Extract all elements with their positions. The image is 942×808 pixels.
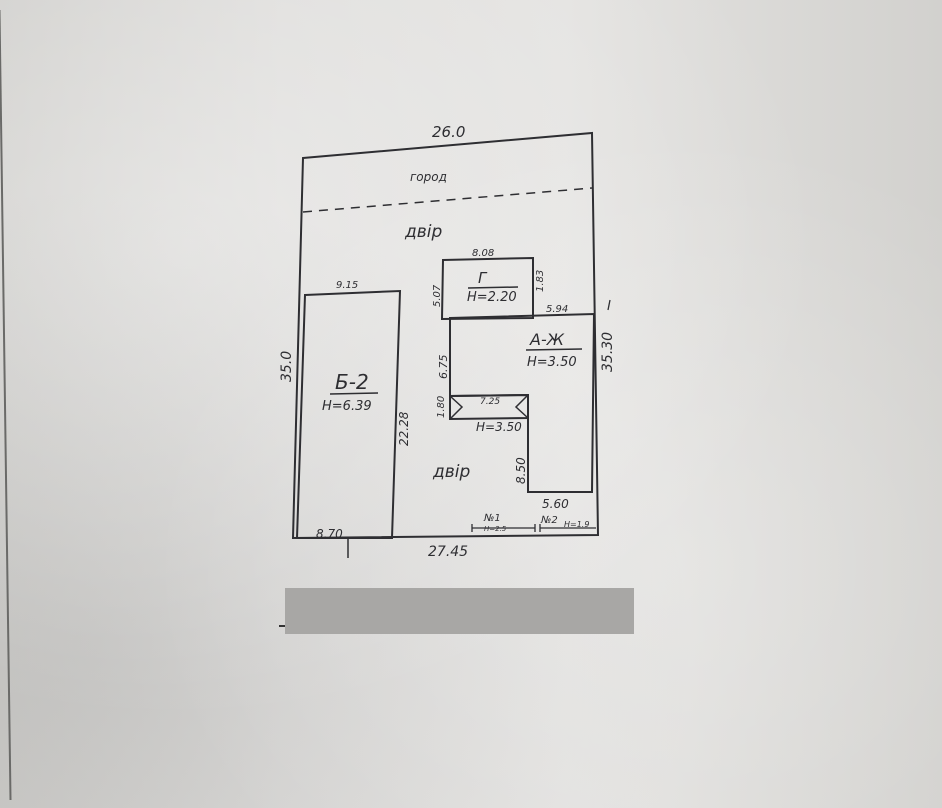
fence-2-height: H=1.9 xyxy=(564,520,589,529)
plot-left-depth-label: 35.0 xyxy=(279,351,295,382)
building-a-height: H=3.50 xyxy=(527,355,577,370)
annex-side-dim: 1.80 xyxy=(436,396,447,418)
redaction-block xyxy=(285,588,634,634)
building-a-left-dim: 6.75 xyxy=(437,355,450,380)
fence-1-height: H=2.5 xyxy=(484,525,507,533)
plot-bottom-width-label: 27.45 xyxy=(428,544,468,560)
yard-top-label: двір xyxy=(404,222,442,242)
building-a-name: А-Ж xyxy=(529,330,565,349)
building-b-name: Б-2 xyxy=(335,370,369,394)
building-g-left-dim: 5.07 xyxy=(432,284,443,307)
annex-height: H=3.50 xyxy=(476,420,522,434)
building-g-right-dim: 1.83 xyxy=(535,270,546,292)
building-b-side-dim: 22.28 xyxy=(397,411,411,446)
fence-1-label: №1 xyxy=(483,513,501,524)
plot-top-width-label: 26.0 xyxy=(432,123,465,141)
building-a-inner-dim: 8.50 xyxy=(514,457,528,484)
building-g-outline xyxy=(440,256,534,321)
right-tick-mark xyxy=(607,299,611,311)
building-a-bottom-dim: 5.60 xyxy=(542,497,569,511)
fence-markers xyxy=(471,524,596,532)
building-b-top-dim: 9.15 xyxy=(336,280,358,291)
building-b-bottom-dim: 8.70 xyxy=(316,527,343,541)
building-b-height: H=6.39 xyxy=(322,399,372,414)
plot-right-depth-label: 35.30 xyxy=(600,332,616,372)
plot-boundary xyxy=(291,131,600,540)
building-g-name: Г xyxy=(478,269,488,287)
building-a-name-underline xyxy=(525,348,583,351)
building-g-name-underline xyxy=(467,286,519,289)
garden-divider-dashed xyxy=(302,187,593,213)
garden-label: город xyxy=(410,170,447,184)
fence-2-label: №2 xyxy=(540,515,558,526)
yard-bottom-label: двір xyxy=(432,462,470,482)
building-a-top-dim: 5.94 xyxy=(546,304,568,315)
annex-cross-marks xyxy=(449,394,529,420)
building-b-name-underline xyxy=(329,392,379,395)
building-b-outline xyxy=(295,289,402,539)
building-g-height: H=2.20 xyxy=(467,290,517,305)
redaction-tick-mark xyxy=(279,625,285,627)
annex-width-dim: 7.25 xyxy=(480,397,500,407)
building-g-top-dim: 8.08 xyxy=(472,248,494,259)
